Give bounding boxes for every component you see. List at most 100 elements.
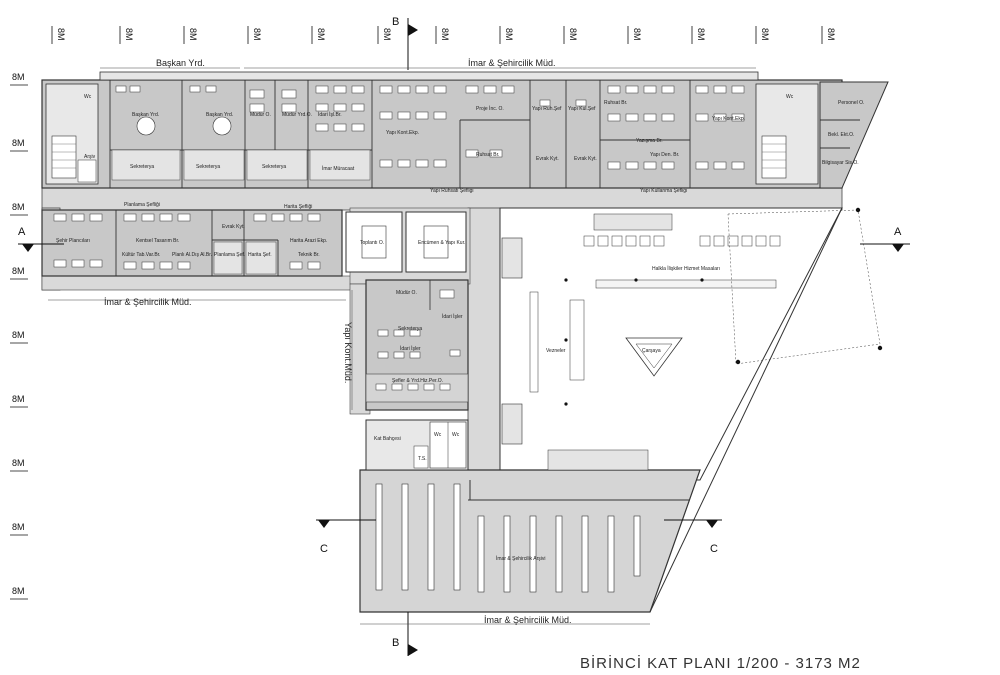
room-label: İmar & Şehircilik Arşivi [496,555,545,562]
room-label: Proje İnc. O. [476,105,504,112]
dept-yapi-kont: Yapı Kont.Müd. [343,322,353,383]
grid-label: 8M [382,28,392,41]
grid-label: 8M [12,72,25,82]
grid-label: 8M [12,586,25,596]
room-label: Yapı Kullanma Şefliği [640,188,687,194]
room-label: Yapı Ruh.Şef [532,106,562,112]
grid-label: 8M [760,28,770,41]
room-label: Sekreterya [398,326,422,332]
room-label: Bekl. Ekt.O. [828,132,854,138]
room-label: Şefler & Yrd.Hiz.Per.O. [392,378,443,384]
room-label: Başkan Yrd. [206,112,233,118]
room-label: Yapı Kont.Ekp. [386,130,419,136]
room-label: Başkan Yrd. [132,112,159,118]
section-markers: B B A A C C [18,16,910,656]
grid-label: 8M [56,28,66,41]
room-label: Müdür O. [396,290,417,296]
room-label: Personel O. [838,100,864,106]
room-label: Vezneler [546,348,566,354]
south-west-corridor [41,275,373,291]
west-desks [53,213,321,270]
grid-label: 8M [440,28,450,41]
section-b-top: B [392,16,399,28]
room-label: Halkla İlişkiler Hizmet Masaları [652,265,720,272]
room-label: Yapı Ruhsatı Şefliği [430,188,474,194]
room-label: Yapı Kul.Şef [568,106,596,112]
department-labels: Başkan Yrd. İmar & Şehircilik Müd. İmar … [48,58,756,625]
room-label: Kentsel Tasarım Br. [136,238,179,244]
room-label: Sekreterya [262,164,286,170]
grid-label: 8M [252,28,262,41]
grid-label: 8M [124,28,134,41]
grid-label: 8M [188,28,198,41]
room-label: Ruhsat Br. [604,100,627,106]
grid-label: 8M [504,28,514,41]
room-label: Yapı Den. Br. [650,152,679,158]
section-a-right: A [894,226,902,238]
room-label: Bilgisayar Sis.O. [822,160,859,166]
room-label: Teknik Br. [298,252,320,258]
grid-label: 8M [12,522,25,532]
room-label: Yazışma Br. [636,138,663,144]
north-wing [41,71,889,189]
atrium-furniture [529,213,781,471]
room-label: Harita Şefliği [284,204,312,210]
top-grid-markers: 8M 8M 8M 8M 8M 8M 8M 8M 8M 8M 8M 8M 8M [51,26,836,44]
yapi-kont-block [365,279,469,471]
grid-label: 8M [696,28,706,41]
room-label: İmar Müracaat [322,165,355,172]
room-label: Wc [84,94,92,100]
room-label: Planlı Al.Dış Al.Br. [172,252,212,258]
grid-label: 8M [12,202,25,212]
section-c-left: C [320,543,328,555]
section-b-bottom: B [392,637,399,649]
dept-baskan-yrd: Başkan Yrd. [156,58,205,68]
grid-label: 8M [12,458,25,468]
room-label: Planlama Şef. [214,252,245,258]
canopy-outline [727,209,881,365]
room-label: Arşiv [84,154,96,160]
column-dots [564,207,883,406]
room-label: Wc [434,432,442,438]
grid-label: 8M [632,28,642,41]
room-label: Kültür Tab.Var.Br. [122,252,160,258]
room-label: Sekreterya [196,164,220,170]
room-label: İdari İşl.Br. [318,111,342,118]
dept-imar-left: İmar & Şehircilik Müd. [104,297,192,307]
room-label: Yapı Kont.Ekp. [712,116,745,122]
room-label: Planlama Şefliği [124,202,160,208]
grid-label: 8M [12,266,25,276]
room-label: Harita Arazi Ekp. [290,238,327,244]
room-label: Evrak Kyt. [574,156,597,162]
meeting-rooms [345,211,523,445]
room-label: Evrak Kyt. [222,224,245,230]
room-labels: Başkan Yrd. Başkan Yrd. Sekreterya Sekre… [56,94,864,562]
room-label: Müdür Yrd.O. [282,112,312,118]
dept-imar-bottom: İmar & Şehircilik Müd. [484,615,572,625]
north-desks [115,85,745,170]
room-label: Çarşaya [642,348,661,354]
archive-shelves [375,483,641,593]
grid-label: 8M [316,28,326,41]
grid-label: 8M [826,28,836,41]
room-label: Kat Bahçesi [374,436,401,442]
central-corridor [467,207,501,503]
room-label: Evrak Kyt. [536,156,559,162]
grid-label: 8M [12,330,25,340]
room-label: T.S. [418,456,427,462]
room-label: İdari İşler [400,345,421,352]
plan-title: BİRİNCİ KAT PLANI 1/200 - 3173 M2 [580,654,861,672]
room-label: Wc [452,432,460,438]
grid-label: 8M [568,28,578,41]
room-label: Encümen & Yapı Kur. [418,240,465,246]
room-label: Müdür O. [250,112,271,118]
room-label: Sekreterya [130,164,154,170]
room-label: İdari İşler [442,313,463,320]
room-label: Harita Şef. [248,252,272,258]
room-label: Şehir Plancıları [56,238,90,244]
section-a-left: A [18,226,26,238]
room-label: Ruhsat Br. [476,152,499,158]
left-grid-markers: 8M 8M 8M 8M 8M 8M 8M 8M 8M [10,72,28,600]
room-label: Wc [786,94,794,100]
